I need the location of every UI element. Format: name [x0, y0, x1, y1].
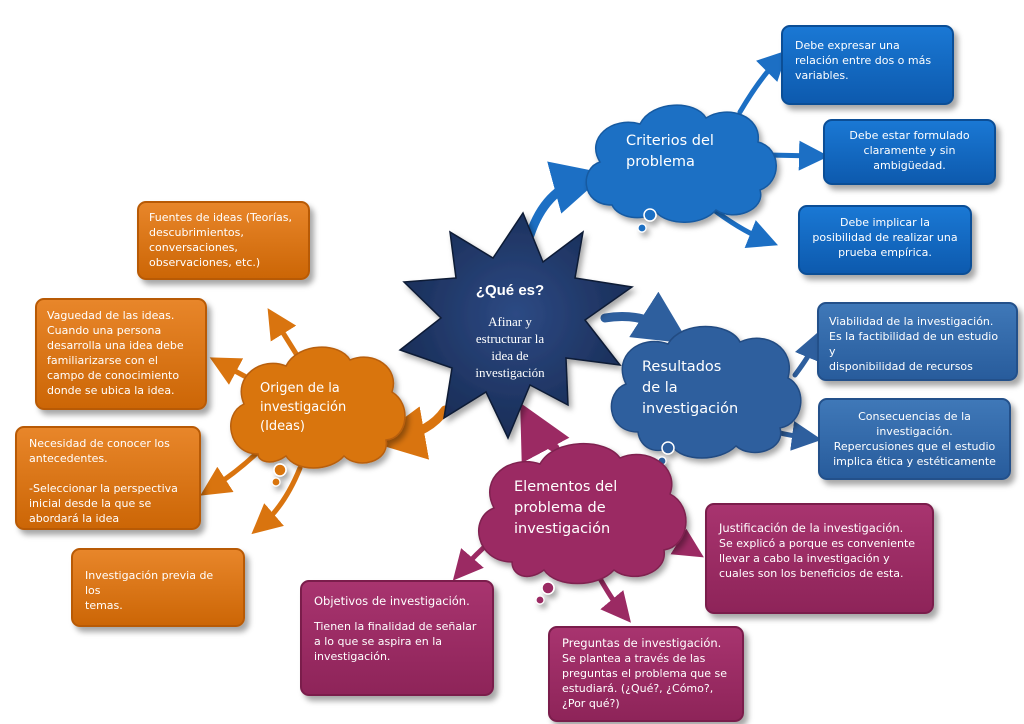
origen-box-fuentes: Fuentes de ideas (Teorías, descubrimient…: [137, 201, 310, 280]
arrow-criterios-to-item2: [765, 140, 829, 171]
center-title: ¿Qué es?: [475, 282, 545, 299]
resultado-text-consecuencias: Consecuencias de la investigación. Reper…: [833, 410, 996, 468]
cloud-resultados: [610, 325, 802, 466]
elemento-title-preguntas: Preguntas de investigación.: [562, 636, 722, 650]
arrow-resultados-to-item1: [792, 330, 823, 378]
origen-box-vaguedad: Vaguedad de las ideas. Cuando una person…: [35, 298, 207, 410]
criterio-text-formulado: Debe estar formulado claramente y sin am…: [849, 129, 970, 172]
elemento-box-justificacion: Justificación de la investigación. Se ex…: [705, 503, 934, 614]
cloud-resultados-label: Resultados de la investigación: [642, 359, 739, 417]
arrow-center-to-criterios: [525, 161, 607, 240]
criterio-box-formulado: Debe estar formulado claramente y sin am…: [823, 119, 996, 185]
elemento-text-preguntas: Se plantea a través de las preguntas el …: [562, 652, 728, 710]
cloud-elementos: [478, 442, 687, 605]
cloud-criterios: [585, 104, 777, 233]
arrow-center-to-resultados: [600, 291, 690, 344]
center-text: Afinar y estructurar la idea de investig…: [475, 314, 545, 380]
elemento-box-objetivos: Objetivos de investigación. Tienen la fi…: [300, 580, 494, 696]
resultado-box-consecuencias: Consecuencias de la investigación. Reper…: [818, 398, 1011, 480]
elemento-text-objetivos: Tienen la finalidad de señalar a lo que …: [314, 620, 477, 663]
arrow-criterios-to-item1: [737, 50, 788, 115]
cloud-elementos-label: Elementos del problema de investigación: [514, 479, 618, 537]
origen-box-previa: Investigación previa de los temas.: [71, 548, 245, 627]
arrow-elementos-to-item3: [595, 572, 631, 623]
elemento-box-preguntas: Preguntas de investigación. Se plantea a…: [548, 626, 744, 722]
origen-text-antecedentes: Necesidad de conocer los antecedentes. -…: [29, 437, 178, 525]
cloud-origen-label: Origen de la investigación (Ideas): [260, 381, 347, 434]
cloud-criterios-label: Criterios del problema: [626, 133, 714, 170]
origen-text-fuentes: Fuentes de ideas (Teorías, descubrimient…: [149, 211, 292, 269]
criterio-text-prueba: Debe implicar la posibilidad de realizar…: [812, 216, 958, 259]
criterio-box-prueba: Debe implicar la posibilidad de realizar…: [798, 205, 972, 275]
elemento-text-justificacion: Se explicó a porque es conveniente lleva…: [719, 537, 916, 580]
arrow-origen-to-item2: [209, 357, 251, 385]
center-star-shape: [398, 211, 634, 440]
resultado-text-viabilidad: Viabilidad de la investigación. Es la fa…: [829, 315, 999, 373]
origen-box-antecedentes: Necesidad de conocer los antecedentes. -…: [15, 426, 201, 530]
criterio-text-relacion: Debe expresar una relación entre dos o m…: [795, 39, 932, 82]
elemento-title-objetivos: Objetivos de investigación.: [314, 594, 470, 608]
criterio-box-relacion: Debe expresar una relación entre dos o m…: [781, 25, 954, 105]
cloud-origen: [230, 346, 406, 487]
origen-text-vaguedad: Vaguedad de las ideas. Cuando una person…: [47, 309, 184, 397]
origen-text-previa: Investigación previa de los temas.: [85, 569, 214, 612]
elemento-title-justificacion: Justificación de la investigación.: [719, 521, 904, 535]
resultado-box-viabilidad: Viabilidad de la investigación. Es la fa…: [817, 302, 1018, 381]
arrow-origen-to-item4: [251, 465, 303, 535]
arrow-center-to-origen: [371, 405, 450, 460]
arrow-origen-to-item1: [267, 308, 303, 363]
arrow-elementos-to-center: [520, 402, 570, 464]
